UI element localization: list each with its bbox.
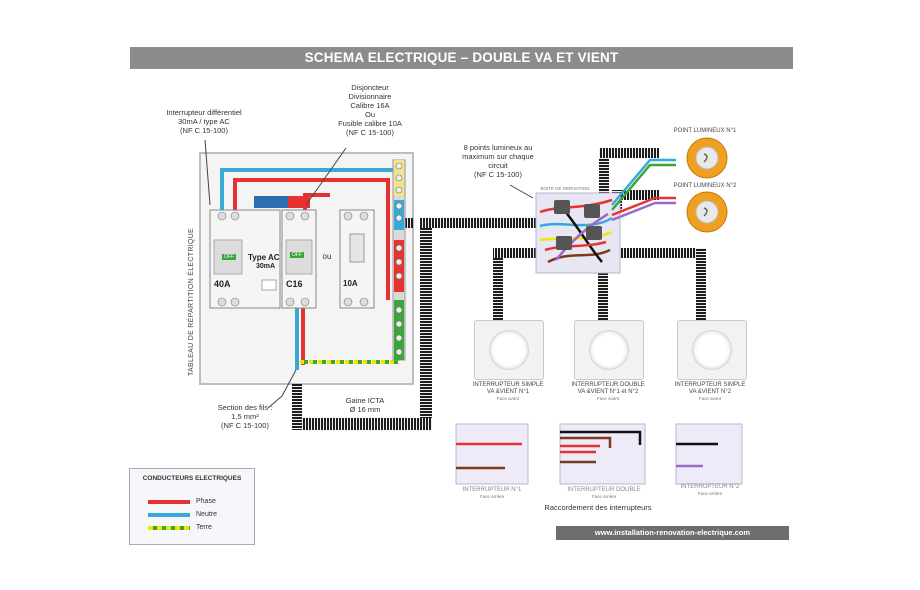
annotation-arrows: [204, 139, 534, 409]
website-url[interactable]: www.installation-renovation-electrique.c…: [556, 526, 789, 540]
fusible-module: [339, 209, 375, 309]
tableau-label: TABLEAU DE RÉPARTITION ÉLECTRIQUE: [188, 228, 195, 376]
conduit-gaine: [292, 148, 706, 430]
point-lumineux-1: [686, 137, 728, 179]
point-lumineux-2: [686, 191, 728, 233]
interrupteur-simple-1[interactable]: [474, 320, 544, 380]
switch-back-2: [675, 423, 743, 485]
neutre-swatch: [148, 513, 190, 517]
diff-ma-label: 30mA: [256, 263, 276, 270]
legend-title: CONDUCTEURS ELECTRIQUES: [142, 475, 242, 482]
legend-item-terre: Terre: [148, 523, 248, 533]
terminal-strip: [392, 159, 406, 361]
disj-off-indicator: OFF: [290, 252, 304, 258]
interrupteur-differentiel-module: [209, 209, 281, 309]
boite-label: BOITE DE DERIVATION: [540, 186, 590, 191]
switch-back-1: [455, 423, 529, 485]
boite-de-derivation: [535, 192, 621, 274]
page-title: SCHEMA ELECTRIQUE – DOUBLE VA ET VIENT: [130, 47, 793, 69]
interrupteur-double[interactable]: [574, 320, 644, 380]
point2-label: POINT LUMINEUX N°2: [673, 183, 737, 189]
terre-swatch: [148, 526, 190, 530]
section-label: Section des fils :1,5 mm²(NF C 15-100): [217, 403, 273, 430]
phase-swatch: [148, 500, 190, 504]
fuse-rating-label: 10A: [343, 279, 358, 288]
interrupteur-simple-2[interactable]: [677, 320, 747, 380]
switch-back-double: [559, 423, 646, 485]
ou-label: ou: [322, 252, 332, 261]
disj-rating-label: C16: [286, 279, 303, 289]
point1-label: POINT LUMINEUX N°1: [673, 128, 737, 134]
diff-off-indicator: OFF: [222, 254, 236, 260]
diff-type-label: Type AC: [248, 253, 280, 262]
diff-rating-label: 40A: [214, 279, 231, 289]
legend-item-phase: Phase: [148, 497, 248, 507]
legend-item-neutre: Neutre: [148, 510, 248, 520]
legend: CONDUCTEURS ELECTRIQUES Phase Neutre Ter…: [129, 468, 255, 545]
raccordement-label: Raccordement des interrupteurs: [544, 503, 652, 512]
